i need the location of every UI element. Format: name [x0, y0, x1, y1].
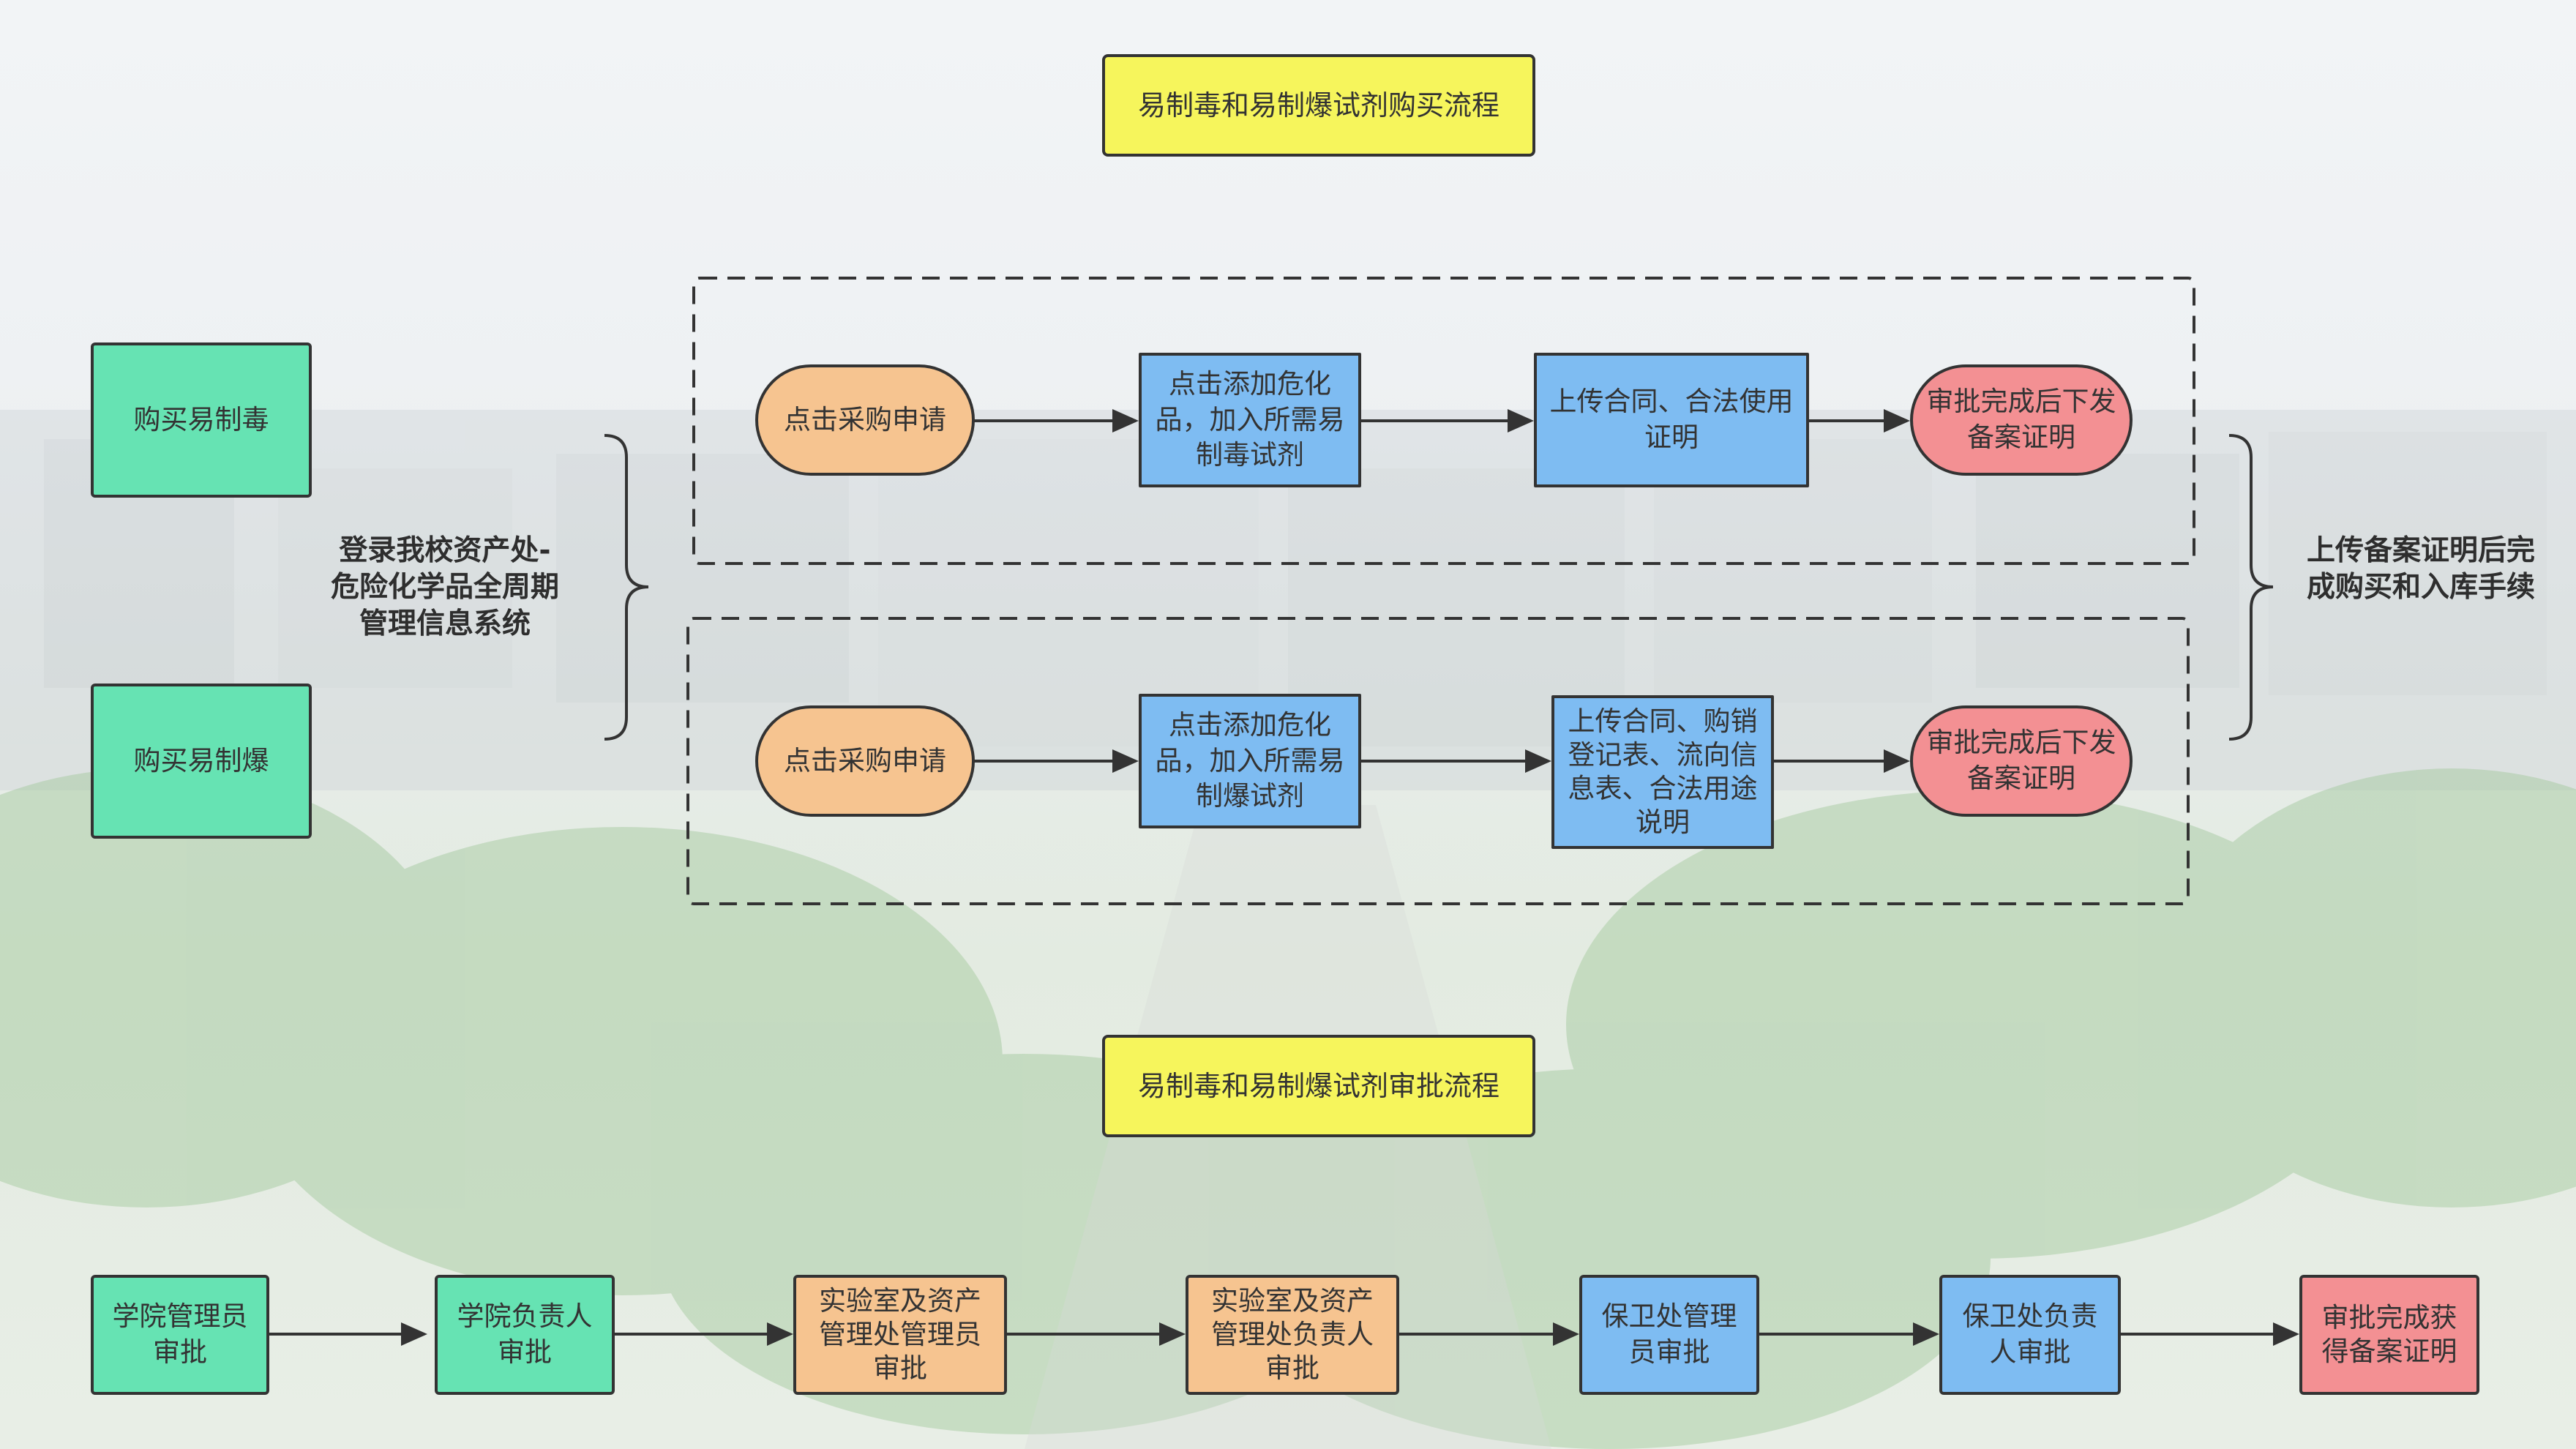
- buy-poison-box: 购买易制毒: [91, 342, 312, 498]
- approval-security-admin: 保卫处管理员审批: [1579, 1275, 1759, 1395]
- poison-step-add-chemical: 点击添加危化品，加入所需易制毒试剂: [1139, 353, 1361, 487]
- poison-step-upload-contract: 上传合同、合法使用证明: [1534, 353, 1809, 487]
- purchase-process-title: 易制毒和易制爆试剂购买流程: [1102, 54, 1535, 157]
- approval-lab-asset-head: 实验室及资产管理处负责人审批: [1186, 1275, 1399, 1395]
- approval-lab-asset-admin: 实验室及资产管理处管理员审批: [793, 1275, 1007, 1395]
- poison-step-apply: 点击采购申请: [755, 364, 975, 476]
- approval-security-head: 保卫处负责人审批: [1939, 1275, 2121, 1395]
- upload-complete-label: 上传备案证明后完成购买和入库手续: [2306, 534, 2535, 604]
- poison-step-issue-certificate: 审批完成后下发备案证明: [1910, 364, 2133, 476]
- approval-process-title: 易制毒和易制爆试剂审批流程: [1102, 1035, 1535, 1137]
- explosive-step-issue-certificate: 审批完成后下发备案证明: [1910, 705, 2133, 817]
- approval-college-admin: 学院管理员审批: [91, 1275, 269, 1395]
- approval-college-head: 学院负责人审批: [435, 1275, 615, 1395]
- buy-explosive-box: 购买易制爆: [91, 684, 312, 839]
- explosive-step-upload-documents: 上传合同、购销登记表、流向信息表、合法用途说明: [1551, 695, 1774, 849]
- left-brace: [604, 434, 649, 741]
- explosive-step-apply: 点击采购申请: [755, 705, 975, 817]
- right-brace: [2228, 434, 2274, 741]
- login-system-label: 登录我校资产处-危险化学品全周期管理信息系统: [330, 534, 559, 640]
- approval-complete-certificate: 审批完成获得备案证明: [2299, 1275, 2479, 1395]
- explosive-step-add-chemical: 点击添加危化品，加入所需易制爆试剂: [1139, 694, 1361, 828]
